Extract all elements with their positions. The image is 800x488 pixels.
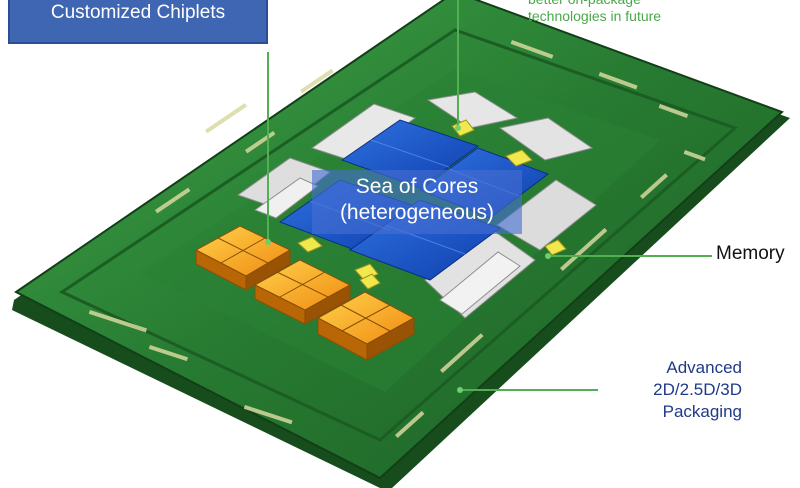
packaging-line-1: Advanced <box>666 358 742 377</box>
packaging-line-3: Packaging <box>662 402 742 421</box>
substrate-inner-tier <box>58 28 738 442</box>
sea-of-cores-label: Sea of Cores (heterogeneous) <box>312 170 522 234</box>
leader-lines <box>267 0 712 391</box>
chiplet-1 <box>194 225 292 291</box>
chiplet-2 <box>253 259 352 325</box>
future-note-line-2: technologies in future <box>528 8 662 24</box>
packaging-line-2: 2D/2.5D/3D <box>653 380 742 399</box>
contact-pads <box>88 40 706 438</box>
future-technologies-note: better on-package technologies in future <box>528 0 661 25</box>
chiplets-callout: Customized Chiplets <box>8 0 268 44</box>
interface-pads <box>297 119 567 290</box>
memory-label: Memory <box>716 243 785 264</box>
memory-blocks <box>236 91 597 319</box>
leader-dots <box>265 125 551 393</box>
future-note-line-1: better on-package <box>528 0 661 8</box>
chiplet-3 <box>316 291 416 361</box>
sea-of-cores-line-2: (heterogeneous) <box>339 201 495 224</box>
packaging-label: Advanced 2D/2.5D/3D Packaging <box>598 357 742 423</box>
sea-of-cores-line-1: Sea of Cores <box>355 175 479 198</box>
